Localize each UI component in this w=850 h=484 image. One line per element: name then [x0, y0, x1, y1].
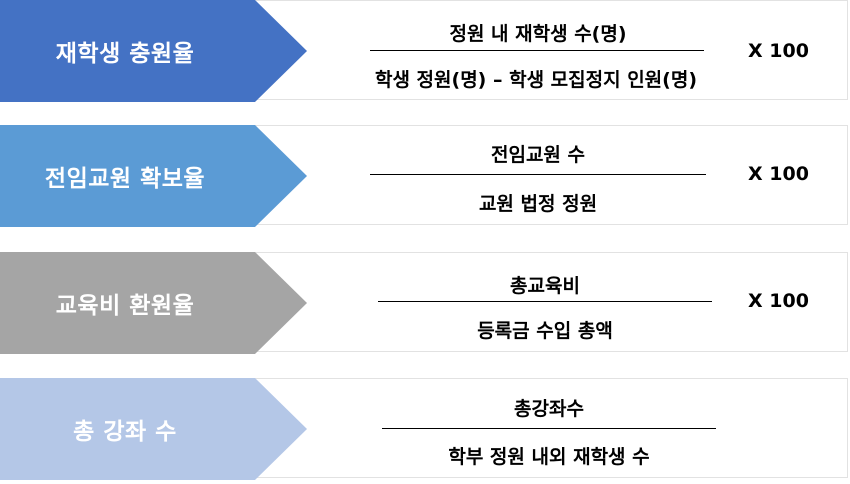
denominator: 학부 정원 내외 재학생 수: [448, 446, 650, 468]
multiplier: X 100: [748, 163, 809, 185]
formula-row-faculty: 전임교원 확보율 전임교원 수 교원 법정 정원 X 100: [0, 125, 850, 227]
metric-label: 전임교원 확보율: [44, 166, 206, 192]
formula-row-enrollment: 재학생 충원율 정원 내 재학생 수(명) 학생 정원(명) – 학생 모집정지…: [0, 0, 850, 102]
metric-label: 교육비 환원율: [55, 293, 195, 319]
fraction-line: [382, 428, 716, 429]
denominator: 학생 정원(명) – 학생 모집정지 인원(명): [374, 69, 698, 91]
fraction-line: [370, 50, 704, 51]
formula-row-courses: 총 강좌 수 총강좌수 학부 정원 내외 재학생 수: [0, 378, 850, 480]
numerator: 총교육비: [510, 275, 580, 297]
fraction-line: [378, 301, 712, 302]
numerator: 정원 내 재학생 수(명): [449, 23, 627, 45]
denominator: 등록금 수입 총액: [477, 320, 613, 342]
numerator: 전임교원 수: [490, 144, 585, 166]
metric-label: 총 강좌 수: [73, 419, 177, 445]
numerator: 총강좌수: [514, 398, 584, 420]
chevron-label-faculty: 전임교원 확보율: [0, 125, 307, 227]
chevron-label-enrollment: 재학생 충원율: [0, 0, 307, 102]
multiplier: X 100: [748, 290, 809, 312]
chevron-label-education-cost: 교육비 환원율: [0, 252, 307, 354]
formula-row-education-cost: 교육비 환원율 총교육비 등록금 수입 총액 X 100: [0, 252, 850, 354]
metric-label: 재학생 충원율: [55, 41, 195, 67]
multiplier: X 100: [748, 40, 809, 62]
fraction-line: [370, 174, 706, 175]
chevron-label-courses: 총 강좌 수: [0, 378, 307, 480]
denominator: 교원 법정 정원: [478, 193, 598, 215]
